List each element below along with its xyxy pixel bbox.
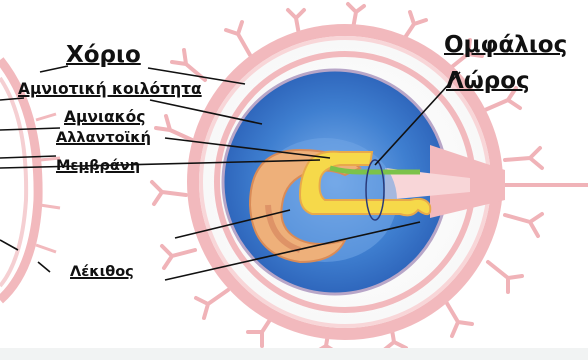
label-yolk: Λέκιθος [70, 264, 134, 280]
label-amniotic-cavity: Αμνιοτική κοιλότητα [18, 80, 202, 98]
label-chorion: Χόριο [66, 42, 141, 68]
label-membrane: Μεμβράνη [56, 158, 140, 174]
bottom-strip [0, 348, 588, 360]
label-amnion: Αμνιακός [64, 108, 146, 126]
label-umbilical-2: Λώρος [446, 68, 530, 94]
label-umbilical-1: Ομφάλιος [444, 32, 567, 58]
label-allantoic: Αλλαντοϊκή [56, 130, 151, 146]
